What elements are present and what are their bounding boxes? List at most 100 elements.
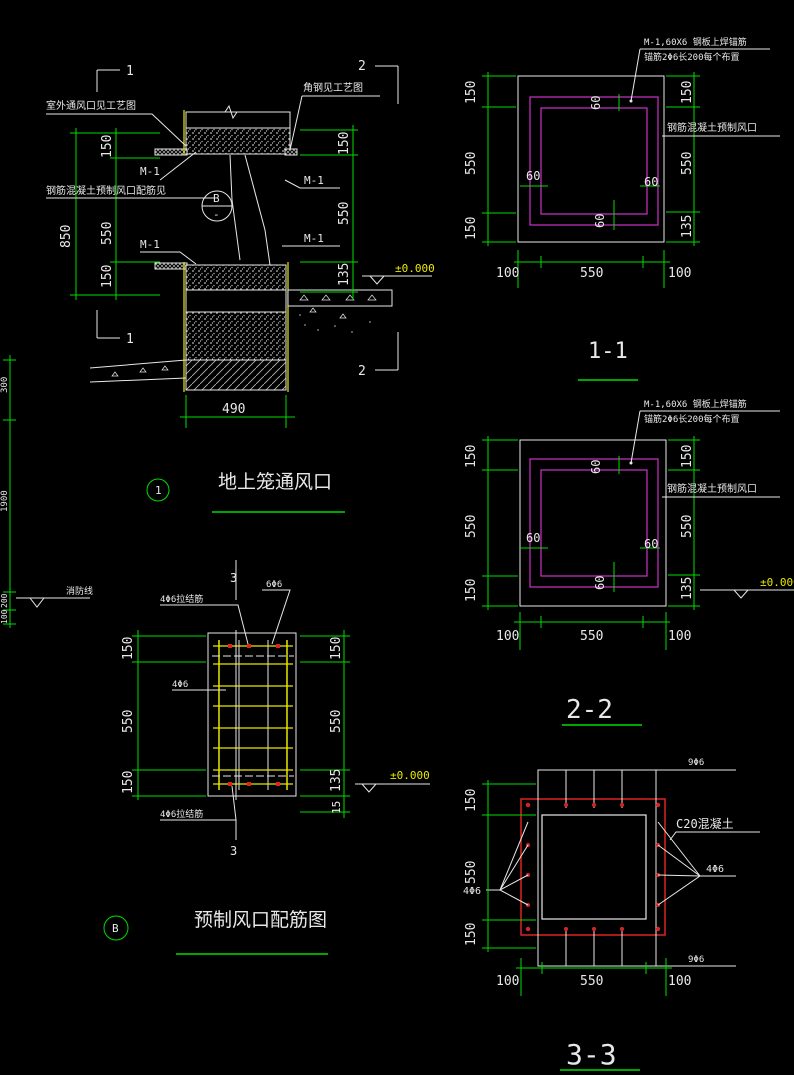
section11-inner-60-right: 60 xyxy=(644,175,658,189)
left-dim-1900: 1900 xyxy=(0,490,10,512)
detail1-cut-mark-1-top: 1 xyxy=(126,64,134,79)
detail1-label-steel: 钢筋混凝土预制风口配筋见 xyxy=(46,184,166,197)
left-dim-100: 100 xyxy=(0,609,9,624)
detail1-m1-left-bottom: M-1 xyxy=(140,238,160,251)
section33-opening xyxy=(541,814,647,920)
detail1-lower-mid xyxy=(185,289,287,313)
section22-bottom-100-left: 100 xyxy=(496,629,519,644)
section22-inner-60-top: 60 xyxy=(589,460,603,474)
section11-inner-60-left: 60 xyxy=(526,169,540,183)
left-dim-300: 300 xyxy=(0,377,10,393)
detailB-outer xyxy=(207,632,297,797)
detailB-title: 预制风口配筋图 xyxy=(194,909,327,931)
section22-frame-outer xyxy=(529,458,659,588)
section22-title: 2-2 xyxy=(566,695,613,725)
detail1-ref-bubble-bottom: - xyxy=(213,208,220,221)
section22-left-150-top: 150 xyxy=(464,445,479,468)
detail1-cut-mark-2-bottom: 2 xyxy=(358,364,366,379)
detail1-right-dim-550: 550 xyxy=(337,202,352,225)
section11-left-550: 550 xyxy=(464,152,479,175)
detail1-right-dim-135: 135 xyxy=(337,263,352,286)
detailB-right-135: 135 xyxy=(329,769,344,792)
section11-right-135: 135 xyxy=(680,215,695,238)
detail1-drawing: 490 150 550 150 850 150 550 135 xyxy=(46,59,435,428)
detail1-ground-right xyxy=(287,289,393,307)
section11-left-150-bottom: 150 xyxy=(464,217,479,240)
detail1-cut-mark-2-top: 2 xyxy=(358,59,366,74)
detail1-m1-right-top: M-1 xyxy=(304,174,324,187)
section11-title: 1-1 xyxy=(588,339,628,364)
section22-left-150-bottom: 150 xyxy=(464,579,479,602)
left-edge-dimension xyxy=(3,355,16,628)
section22-inner-60-right: 60 xyxy=(644,537,658,551)
detail1-top-plate-left xyxy=(154,148,188,156)
section11-inner-60-bottom: 60 xyxy=(593,214,607,228)
detail1-label-angle: 角钢见工艺图 xyxy=(303,81,363,94)
section22-right-550: 550 xyxy=(680,515,695,538)
section11-outer xyxy=(517,75,665,243)
section22-label-right: 钢筋混凝土预制风口 xyxy=(667,482,757,495)
detail1-foundation xyxy=(185,359,287,391)
detail1-left-dim-150-bottom: 150 xyxy=(100,265,115,288)
detailB-bubble xyxy=(103,915,129,941)
section22-right-150: 150 xyxy=(680,445,695,468)
detail1-title: 地上笼通风口 xyxy=(218,471,332,493)
section22-note2: 锚筋2Φ6长200每个布置 xyxy=(644,413,740,425)
section11-drawing: 150 550 150 150 550 135 100 550 100 60 6… xyxy=(464,36,780,288)
section22-bottom-550: 550 xyxy=(580,629,603,644)
detailB-right-15: 15 xyxy=(330,801,343,814)
detail1-upper-slab xyxy=(185,127,291,155)
detail1-lower-plate-left xyxy=(154,262,188,270)
detail1-left-dim-150-top: 150 xyxy=(100,135,115,158)
section33-label-bottom: 9Φ6 xyxy=(688,955,704,965)
section11-bottom-100-right: 100 xyxy=(668,266,691,281)
section11-note2: 锚筋2Φ6长200每个布置 xyxy=(644,51,740,63)
detailB-level: ±0.000 xyxy=(390,769,430,782)
section11-bottom-100-left: 100 xyxy=(496,266,519,281)
section33-label-concrete: C20混凝土 xyxy=(676,816,734,831)
section33-label-right: 4Φ6 xyxy=(706,864,724,875)
section22-left-550: 550 xyxy=(464,515,479,538)
detail1-bubble xyxy=(146,478,170,502)
section33-label-top: 9Φ6 xyxy=(688,758,704,768)
detailB-left-150-bottom: 150 xyxy=(121,771,136,794)
detailB-cut-mark-top: 3 xyxy=(230,571,237,585)
section11-right-150: 150 xyxy=(680,81,695,104)
detailB-label-mid: 4Φ6 xyxy=(172,680,188,690)
detail1-m1-left-top: M-1 xyxy=(140,165,160,178)
section22-bottom-100-right: 100 xyxy=(668,629,691,644)
detailB-left-150-top: 150 xyxy=(121,637,136,660)
section33-left-550: 550 xyxy=(464,861,479,884)
section33-rebar-cage xyxy=(520,798,666,936)
section33-bottom-550: 550 xyxy=(580,974,603,989)
section11-right-550: 550 xyxy=(680,152,695,175)
detailB-cut-mark-bottom: 3 xyxy=(230,844,237,858)
section33-drawing: 150 550 150 100 550 100 9Φ6 9Φ6 C20混凝土 4… xyxy=(463,758,760,996)
section11-bottom-550: 550 xyxy=(580,266,603,281)
detail1-level: ±0.000 xyxy=(395,262,435,275)
detail1-label-outdoor: 室外通风口见工艺图 xyxy=(46,99,136,112)
section22-frame-inner xyxy=(540,469,648,577)
section11-frame-outer xyxy=(529,96,659,226)
section11-note1: M-1,60X6 钢板上焊锚筋 xyxy=(644,36,747,48)
section22-right-135: 135 xyxy=(680,577,695,600)
detailB-label-bottom: 4Φ6拉结筋 xyxy=(160,808,203,820)
section22-note1: M-1,60X6 钢板上焊锚筋 xyxy=(644,398,747,410)
section11-label-right: 钢筋混凝土预制风口 xyxy=(667,121,757,134)
detail1-top-plate-right xyxy=(284,148,298,156)
left-edge-label: 消防线 xyxy=(66,585,93,597)
section22-level: ±0.000 xyxy=(760,576,794,589)
left-dim-200: 200 xyxy=(0,593,9,608)
section22-outer xyxy=(519,439,667,607)
section33-left-150-top: 150 xyxy=(464,789,479,812)
detail1-width-dim: 490 xyxy=(222,402,245,417)
section33-title: 3-3 xyxy=(566,1038,617,1071)
section33-bottom-100-left: 100 xyxy=(496,974,519,989)
detailB-label-tie: 6Φ6 xyxy=(266,580,282,590)
detailB-left-550: 550 xyxy=(121,710,136,733)
detailB-label-top: 4Φ6拉结筋 xyxy=(160,593,203,605)
detail1-right-dim-150: 150 xyxy=(337,132,352,155)
detail1-bubble-label: 1 xyxy=(155,484,162,497)
detail1-lower-slab xyxy=(185,264,287,291)
